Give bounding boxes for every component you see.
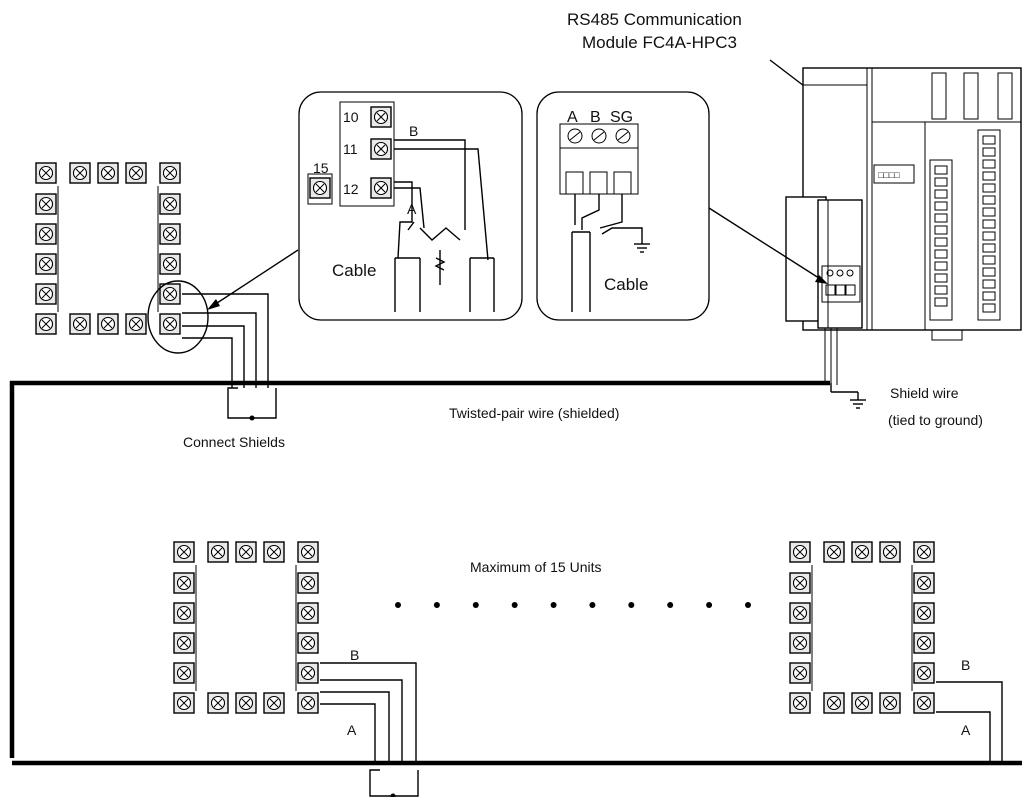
unit1-focus-circle bbox=[147, 280, 209, 354]
shield-wire-label-line1: Shield wire bbox=[890, 385, 959, 401]
callout2-label-b: B bbox=[590, 109, 601, 126]
ellipsis-dot bbox=[433, 602, 440, 608]
callout1-term-15: 15 bbox=[313, 160, 329, 176]
ellipsis-dot bbox=[589, 602, 596, 608]
callout2-pointer-arrowhead bbox=[815, 275, 828, 284]
ellipsis-dot bbox=[511, 602, 518, 608]
maximum-units-label: Maximum of 15 Units bbox=[470, 559, 601, 575]
callout2-pointer-line bbox=[708, 207, 823, 281]
ellipsis-dot bbox=[472, 602, 479, 608]
ellipsis-dot bbox=[745, 602, 751, 608]
ellipsis-dot bbox=[706, 602, 713, 608]
ellipsis-dot bbox=[628, 602, 635, 608]
callout2-cable-label: Cable bbox=[604, 275, 648, 294]
callout2-label-a: A bbox=[567, 109, 578, 126]
controller-unit-2 bbox=[174, 542, 318, 713]
callout1-cable-label: Cable bbox=[332, 261, 376, 280]
unit3-label-a: A bbox=[961, 722, 971, 738]
ellipsis-dot bbox=[395, 602, 401, 608]
controller-unit-3 bbox=[790, 542, 934, 713]
callout1-label-b: B bbox=[409, 123, 418, 139]
unit2-label-b: B bbox=[350, 647, 359, 663]
callout1-term-10: 10 bbox=[343, 109, 359, 125]
plc-controller: □□□□ bbox=[785, 67, 1022, 385]
callout1-term-11: 11 bbox=[343, 141, 358, 157]
shield-wire-label-line2: (tied to ground) bbox=[888, 412, 983, 428]
callout1-pointer-arrowhead bbox=[207, 299, 220, 310]
module-title-line2: Module FC4A-HPC3 bbox=[582, 33, 737, 52]
controller-unit-1 bbox=[36, 163, 180, 334]
callout2-label-sg: SG bbox=[610, 109, 633, 126]
twisted-pair-label: Twisted-pair wire (shielded) bbox=[449, 405, 619, 421]
module-title-line1: RS485 Communication bbox=[567, 10, 742, 29]
unit3-label-b: B bbox=[961, 657, 970, 673]
callout-controller-terminals: 10 11 12 15 B A Cable bbox=[298, 91, 523, 321]
callout1-term-12: 12 bbox=[343, 181, 359, 197]
callout1-pointer-line bbox=[213, 249, 299, 306]
ellipsis-dot bbox=[667, 602, 674, 608]
callout-module-terminals: A B SG Cable bbox=[536, 91, 828, 321]
connect-shields-label: Connect Shields bbox=[183, 434, 285, 450]
ellipsis-dot bbox=[550, 602, 557, 608]
svg-text:□□□□: □□□□ bbox=[878, 170, 900, 180]
ellipsis-dots bbox=[395, 602, 751, 608]
twisted-pair-bus-top bbox=[9, 380, 830, 758]
unit2-label-a: A bbox=[347, 722, 357, 738]
